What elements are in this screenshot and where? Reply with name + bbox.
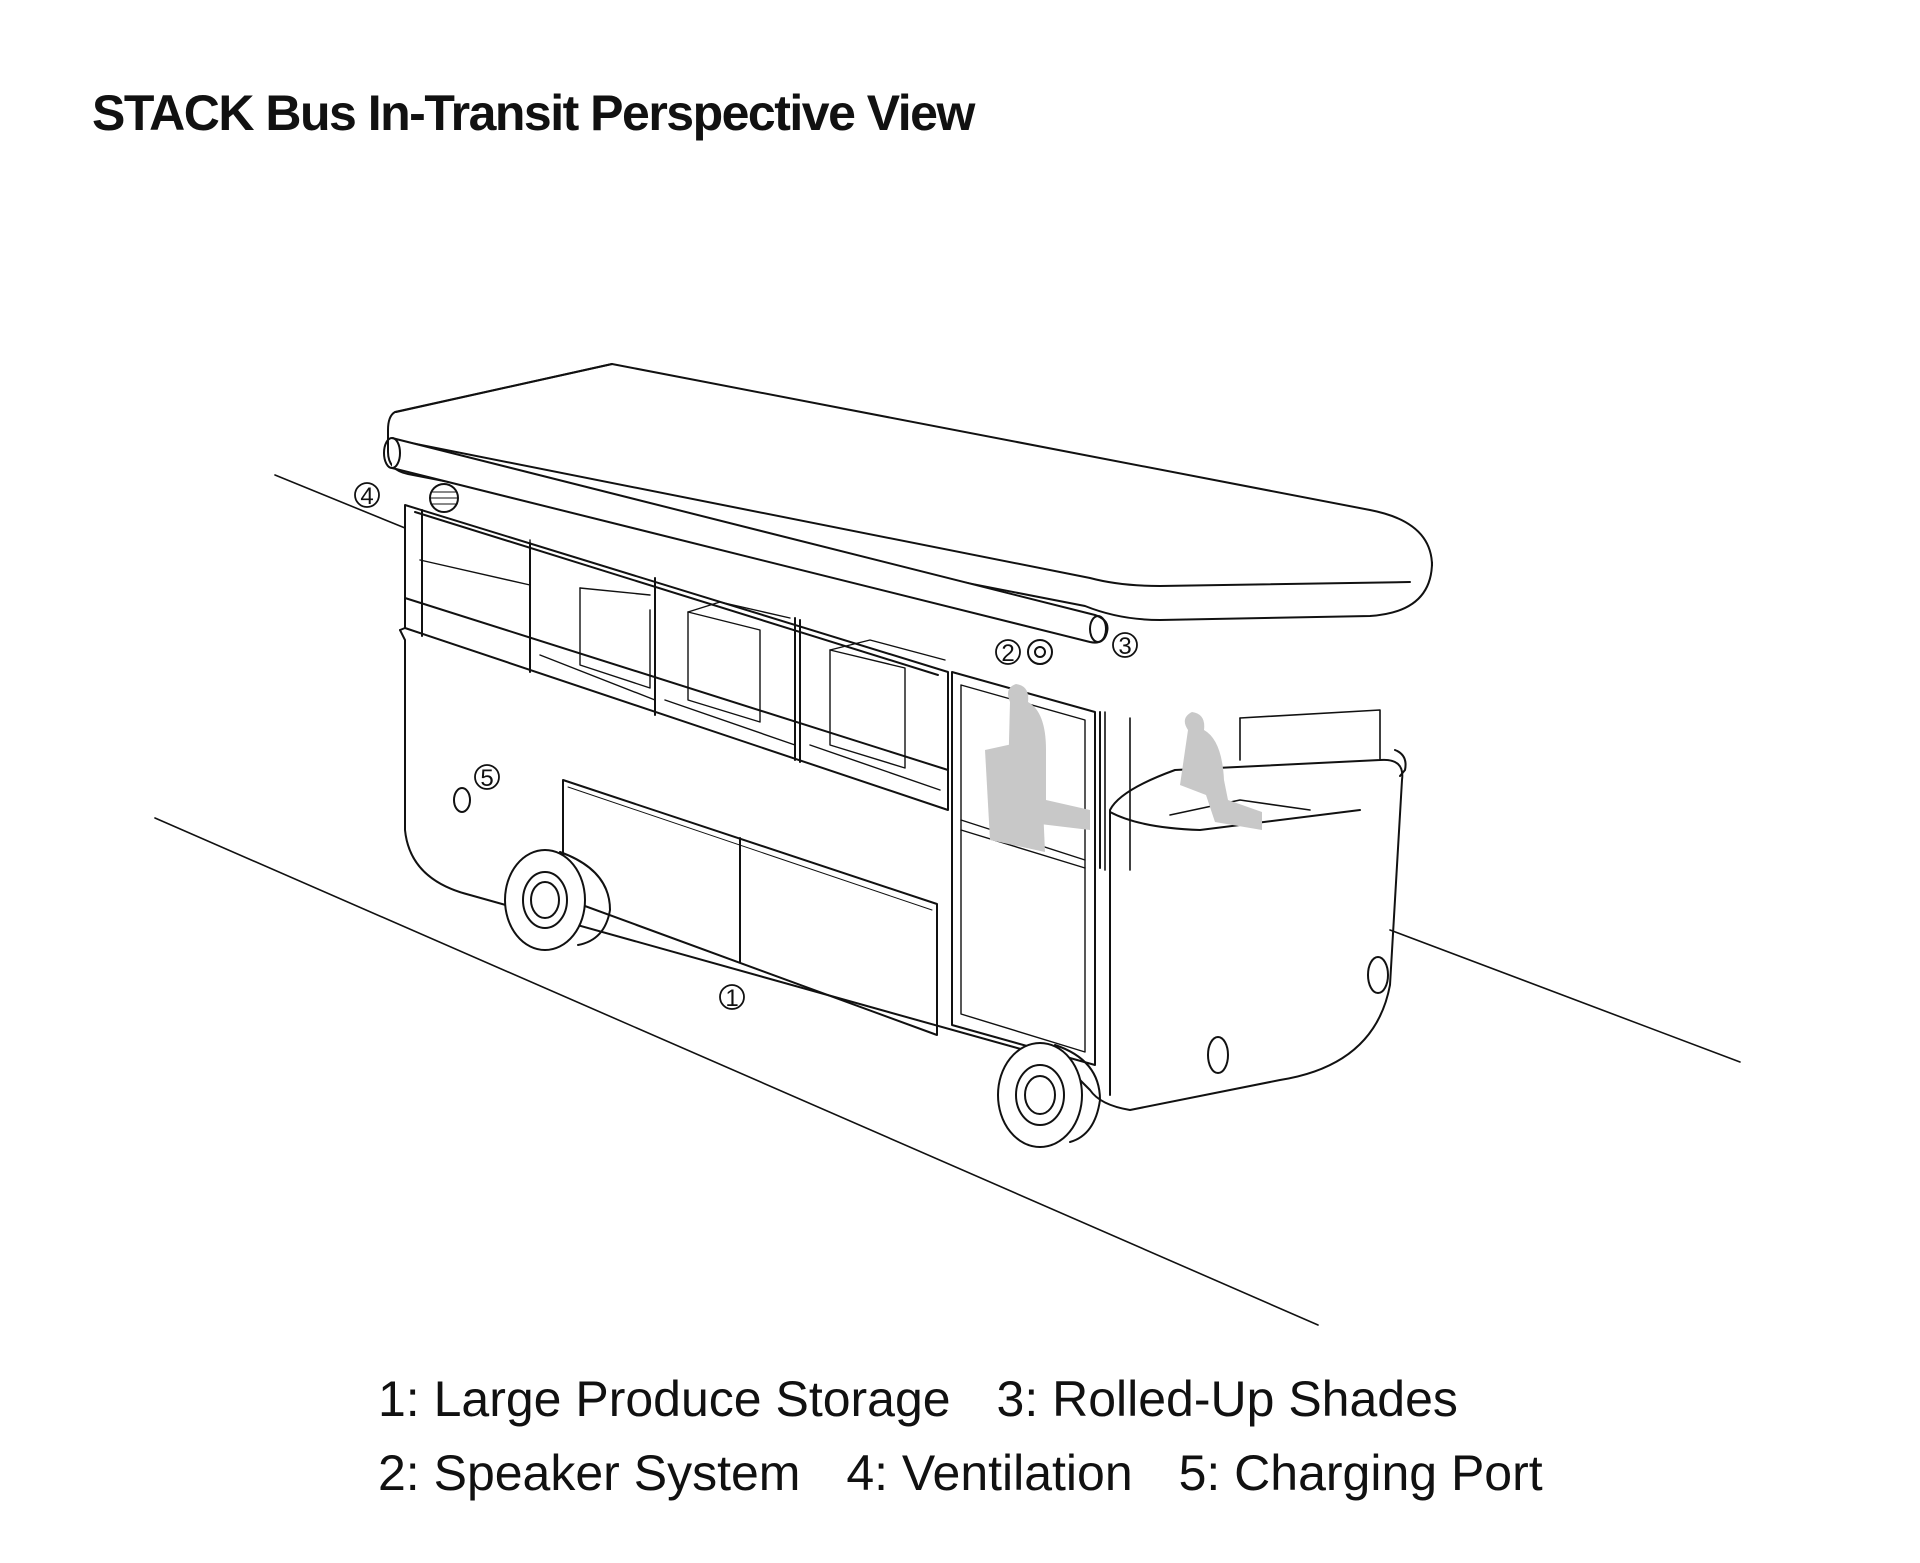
legend-item-ventilation: 4: Ventilation	[846, 1445, 1133, 1501]
svg-text:4: 4	[360, 483, 373, 510]
callout-1: 1	[719, 984, 745, 1012]
ventilation-grille	[429, 483, 459, 513]
charging-port	[453, 787, 471, 813]
svg-text:5: 5	[480, 765, 493, 792]
legend-row-2: 2: Speaker System 4: Ventilation 5: Char…	[378, 1436, 1543, 1510]
callout-3: 3	[1112, 632, 1138, 660]
legend: 1: Large Produce Storage 3: Rolled-Up Sh…	[378, 1362, 1543, 1510]
legend-item-speaker: 2: Speaker System	[378, 1445, 801, 1501]
svg-text:2: 2	[1001, 640, 1014, 667]
speaker	[1027, 639, 1053, 665]
legend-item-charging: 5: Charging Port	[1178, 1445, 1543, 1501]
legend-item-shades: 3: Rolled-Up Shades	[996, 1371, 1458, 1427]
callout-5: 5	[474, 764, 500, 792]
callout-markers: 1 2 3 4 5	[354, 482, 1138, 1012]
svg-text:3: 3	[1118, 633, 1131, 660]
storage-compartment	[562, 779, 938, 1036]
rear-lights	[1207, 956, 1389, 1074]
shade-roller	[383, 437, 1109, 644]
lower-body	[399, 627, 1407, 1111]
svg-text:1: 1	[725, 985, 738, 1012]
rear-cabin	[1104, 709, 1381, 871]
rear-wheel	[997, 1042, 1101, 1148]
callout-2: 2	[995, 639, 1021, 667]
front-wheel	[504, 849, 611, 951]
roof-slab	[387, 363, 1433, 621]
passenger-silhouettes	[985, 684, 1262, 852]
road-lines	[154, 474, 1741, 1326]
interior-crates	[419, 539, 946, 791]
callout-4: 4	[354, 482, 380, 510]
diagram-title: STACK Bus In-Transit Perspective View	[92, 85, 975, 141]
legend-row-1: 1: Large Produce Storage 3: Rolled-Up Sh…	[378, 1362, 1543, 1436]
legend-item-storage: 1: Large Produce Storage	[378, 1371, 951, 1427]
